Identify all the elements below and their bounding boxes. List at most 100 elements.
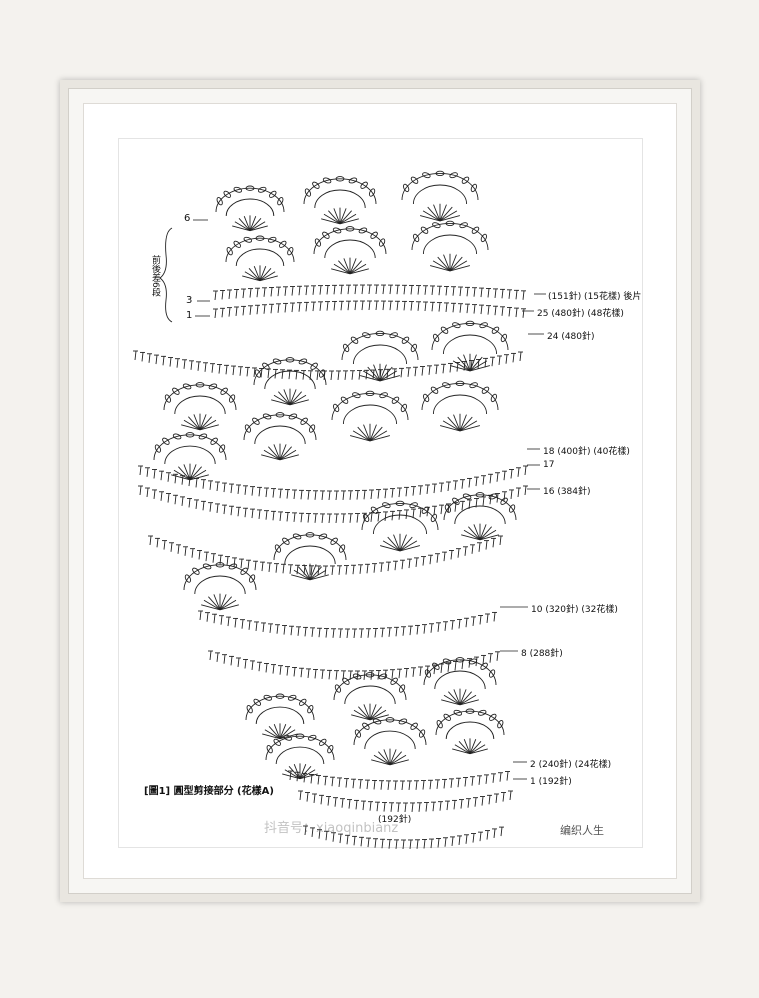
fan-bottom2-0-chain: [283, 734, 293, 741]
row-10-stitch: [451, 620, 454, 630]
row-8-stitch: [251, 660, 254, 670]
row-17-stitch: [447, 481, 450, 492]
fan-top-0-chain: [245, 185, 255, 191]
row-24-stitch: [365, 370, 368, 380]
fan-low-1-chain: [282, 537, 290, 545]
row-15-stitch: [240, 559, 243, 569]
fan-mid-1-arch-inner: [264, 370, 316, 390]
row-1-stitch: [263, 304, 266, 314]
fan-bottom2-1-stitch: [371, 759, 391, 766]
row-15-stitch: [191, 548, 194, 558]
row-3-stitch: [270, 287, 273, 297]
fan-top-1-chain: [360, 181, 368, 189]
fan-mid-0-chain: [182, 383, 192, 390]
fan-top2-0-chain: [278, 240, 287, 248]
fan-top2-2-stitch: [449, 260, 468, 272]
row-16-stitch: [349, 513, 352, 523]
row-3-stitch: [403, 285, 406, 295]
row-17-stitch: [349, 490, 352, 500]
row-8-stitch: [223, 654, 226, 664]
row-10-stitch: [346, 628, 349, 639]
fan-mid2-2-stitch: [369, 435, 390, 442]
fan-top-2-chain: [461, 176, 470, 184]
fan-top2-0-chain: [255, 235, 265, 241]
fan-bottom-2-arch: [423, 659, 497, 686]
row-10-stitch: [234, 618, 237, 628]
row-24-stitch: [134, 350, 137, 361]
row-3-stitch: [494, 288, 497, 298]
fan-top2-1-chain: [314, 238, 322, 247]
row-3-stitch: [396, 285, 399, 295]
fan-top-2-stitch: [439, 215, 460, 222]
fan-mid-1-stitch: [289, 391, 302, 406]
fan-top-2-chain: [470, 183, 477, 193]
row-3-stitch: [347, 285, 350, 295]
row-base-stitch: [458, 835, 461, 845]
row-15-stitch: [170, 542, 173, 552]
fan-mid2-0-stitch: [171, 474, 191, 481]
fan-top2-2-chain: [432, 222, 441, 229]
row-8-stitch: [440, 663, 443, 674]
fan-low-0-chain: [202, 563, 212, 570]
fan-mid-3-stitch: [463, 354, 471, 372]
row-15-stitch: [352, 565, 355, 575]
row-10-stitch: [325, 628, 328, 638]
row-24-stitch: [421, 366, 424, 376]
row-10-stitch: [262, 622, 265, 632]
fan-top-0-chain: [233, 186, 243, 193]
row-16-stitch: [335, 513, 338, 524]
fan-bottom2-2-stitch: [463, 738, 471, 754]
fan-low-3-stitch: [473, 524, 481, 540]
row-16-stitch: [146, 487, 149, 498]
row-2-stitch: [387, 780, 390, 790]
fan-top2-2-stitch: [449, 265, 470, 272]
fan-bottom-2-stitch: [441, 699, 461, 706]
row-15-stitch: [233, 557, 236, 567]
row-3-stitch: [214, 290, 217, 301]
row-15-stitch: [296, 565, 299, 575]
fan-top2-2-arch: [411, 222, 489, 251]
fan-mid2-1-chain: [262, 413, 272, 420]
fan-mid2-2-stitch: [357, 426, 371, 442]
row-base-stitch: [465, 834, 468, 844]
fan-top-2-chain: [410, 176, 419, 184]
row-17-stitch: [510, 469, 513, 479]
row-10-stitch: [479, 615, 482, 625]
row-1-stitch: [256, 305, 259, 315]
fan-bottom-2-stitch: [459, 689, 467, 705]
row-15-stitch: [254, 561, 257, 571]
fan-top2-0-chain: [267, 236, 277, 243]
row-10-stitch: [437, 622, 440, 632]
row-17-stitch: [489, 474, 492, 484]
row-base-stitch: [479, 832, 482, 842]
row-8-stitch: [419, 666, 422, 677]
fan-bottom2-1-chain: [354, 729, 362, 738]
row-3-stitch: [361, 284, 364, 295]
row-1b-stitch: [341, 798, 344, 808]
fan-top-0-arch-inner: [225, 198, 275, 217]
row-base-stitch: [381, 839, 384, 849]
row-17-stitch: [160, 471, 163, 481]
fan-top2-1-stitch: [338, 260, 351, 275]
row-3-stitch: [340, 285, 343, 295]
fan-mid-3-chain: [491, 326, 500, 334]
row-3-stitch: [515, 290, 518, 300]
row-8-stitch: [321, 669, 324, 680]
fan-mid2-2-chain: [333, 403, 340, 413]
fan-bottom-1-stitch: [363, 704, 371, 720]
row-24-stitch: [442, 364, 445, 374]
fan-low-0-stitch: [208, 596, 221, 611]
fan-low-3-stitch: [479, 526, 492, 541]
fan-mid-1-chain: [262, 362, 270, 370]
fan-mid2-1-stitch: [273, 444, 281, 460]
row-15-stitch: [338, 565, 341, 575]
side-brace: [159, 227, 173, 323]
row-24-stitch: [169, 357, 172, 367]
fan-bottom2-2-stitch: [469, 741, 482, 754]
row-2-stitch: [394, 780, 397, 791]
row-2-stitch: [352, 779, 355, 789]
row-10-stitch: [423, 624, 426, 634]
row-3-stitch: [459, 286, 462, 297]
fan-bottom-1-stitch: [358, 706, 371, 721]
row-base-stitch: [402, 839, 405, 850]
